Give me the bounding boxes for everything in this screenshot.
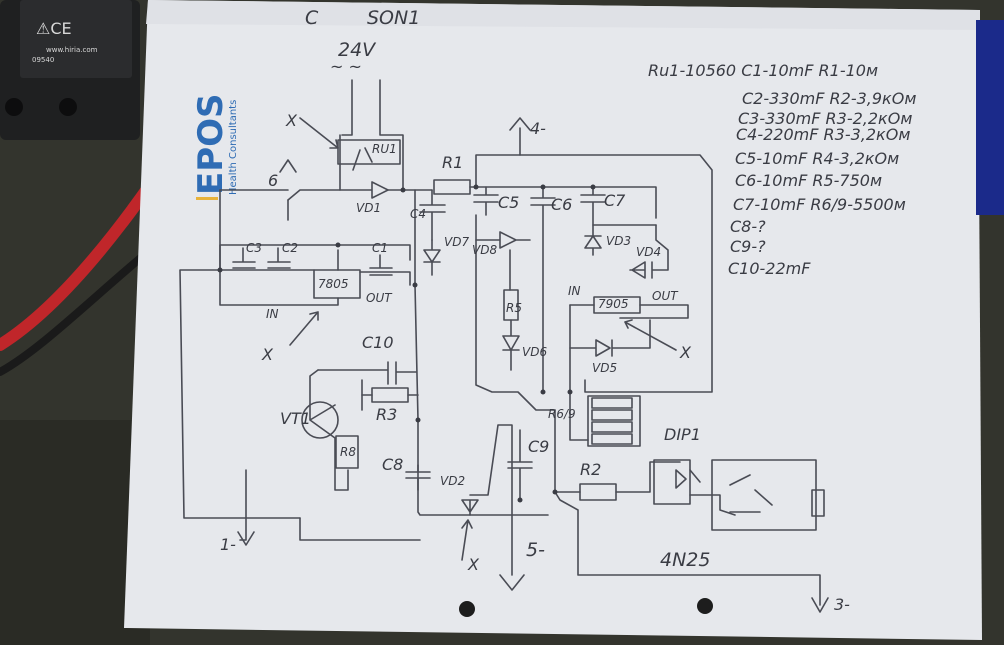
label-r2: R2 [580,460,601,479]
label-c10: C10 [362,333,394,352]
label-reg2-in: IN [568,284,581,298]
x-mark-2: X [261,345,274,364]
terminal-4: 4- [530,119,546,138]
legend-line-2: C2-330mF R2-3,9кОм [742,89,916,108]
device-ce-mark: ⚠CE [36,19,72,38]
header-mark-son: SON1 [367,7,420,29]
terminal-1: 1- [220,535,236,554]
arrow-x1 [299,117,339,149]
label-r5: R5 [506,301,522,315]
schematic-labels: X X X X RU1 R1 R2 R3 R5 R6/9 R8 C1 C2 C3… [220,111,850,614]
label-vd4: VD4 [636,245,661,259]
legend-line-4: C4-220mF R3-3,2кОм [736,125,910,144]
legend-line-8: C8-? [730,217,766,236]
label-c4: C4 [410,207,426,221]
label-reg1: 7805 [318,277,349,291]
black-probe-wire [0,246,154,376]
label-reg1-in: IN [266,307,279,321]
device-code: 09540 [32,56,54,64]
terminal-6: 6 [268,171,278,190]
legend-line-9: C9-? [730,237,766,256]
logo-underline [196,197,218,200]
label-c5: C5 [498,193,519,212]
label-r3: R3 [376,405,397,424]
logo-tagline: Health Consultants [228,100,239,195]
label-c9: C9 [528,437,549,456]
blue-clip [976,20,1004,215]
label-reg2-out: OUT [652,289,679,303]
terminal-3: 3- [834,595,850,614]
device-jack-right [59,98,77,116]
label-vd2: VD2 [440,474,465,488]
label-c7: C7 [604,191,626,210]
label-vd5: VD5 [592,361,617,375]
junction-dots [217,184,596,503]
label-c1: C1 [372,241,388,255]
label-c2: C2 [282,241,298,255]
label-c3: C3 [246,241,262,255]
label-dip1: DIP1 [664,425,701,444]
header-mark-c: C [305,7,319,29]
arrow-x4 [461,519,473,561]
red-probe-wire [0,179,156,351]
label-c6: C6 [551,195,572,214]
epos-logo: EPOS Health Consultants [191,93,239,195]
label-c8: C8 [382,455,403,474]
x-mark-1: X [285,111,298,130]
device-jack-left [5,98,23,116]
measuring-device: ⚠CE www.hiria.com 09540 [0,0,140,140]
terminal-5: 5- [526,539,545,561]
label-reg1-out: OUT [366,291,393,305]
label-r6: R6/9 [548,407,576,421]
supply-voltage: 24V [338,39,377,61]
x-mark-3: X [679,343,692,362]
legend-line-10: C10-22mF [728,259,811,278]
supply-ac-symbol: ~ ~ [330,57,362,76]
legend-line-6: C6-10mF R5-750м [735,171,882,190]
punch-hole-right [697,598,713,614]
label-vt1: VT1 [280,409,311,428]
arrow-x3 [624,319,677,351]
label-vd7: VD7 [444,235,469,249]
punch-hole-left [459,601,475,617]
legend-line-1: Ru1-10560 C1-10mF R1-10м [648,61,878,80]
label-vd6: VD6 [522,345,547,359]
arrow-x2 [289,311,319,346]
label-vd3: VD3 [606,234,631,248]
device-url: www.hiria.com [46,46,98,54]
label-4n25: 4N25 [660,549,710,571]
label-vd8: VD8 [472,243,497,257]
legend-line-5: C5-10mF R4-3,2кОм [735,149,899,168]
component-legend: Ru1-10560 C1-10mF R1-10м C2-330mF R2-3,9… [648,61,916,278]
label-ru1: RU1 [372,142,397,156]
logo-name: EPOS [191,93,231,195]
label-vd1: VD1 [356,201,381,215]
schematic-wires [179,79,829,613]
label-r1: R1 [442,153,463,172]
label-reg2: 7905 [598,297,629,311]
label-r8: R8 [340,445,356,459]
legend-line-3: C3-330mF R3-2,2кОм [738,109,912,128]
legend-line-7: C7-10mF R6/9-5500м [733,195,906,214]
x-mark-4: X [467,555,480,574]
